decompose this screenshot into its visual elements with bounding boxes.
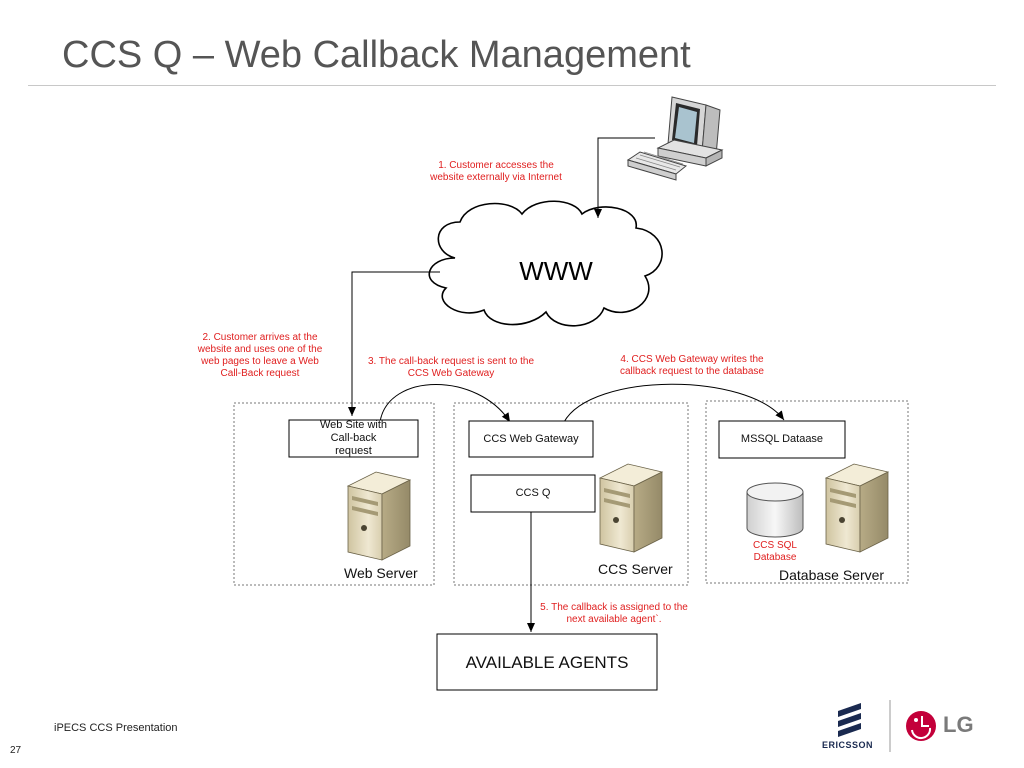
- web-gateway-box: [468, 420, 594, 458]
- arrow-step4: [563, 383, 785, 423]
- title-divider: [28, 85, 996, 86]
- ericsson-wordmark: ERICSSON: [822, 740, 874, 750]
- note-step2: 2. Customer arrives at the website and u…: [197, 332, 323, 379]
- arrow-step1: [594, 137, 655, 218]
- ccs-q-label: CCS Q: [515, 487, 551, 499]
- web-server-tower-icon: [346, 471, 412, 561]
- ericsson-logo-icon: [838, 703, 861, 737]
- www-label: WWW: [519, 256, 593, 286]
- ccs-q-box: [470, 474, 596, 513]
- database-server-zone: [705, 400, 909, 584]
- available-agents-label: AVAILABLE AGENTS: [465, 652, 629, 672]
- arrow-step2: [348, 271, 440, 416]
- arrow-step3: [379, 384, 511, 423]
- www-cloud: [428, 200, 663, 327]
- page-title: CCS Q – Web Callback Management: [62, 34, 691, 76]
- footer-text: iPECS CCS Presentation: [54, 722, 178, 734]
- web-site-box: [288, 419, 419, 458]
- web-server-zone: [233, 402, 435, 586]
- lg-logo-icon: [906, 711, 936, 741]
- web-site-label: Web Site with Call-back request: [319, 419, 388, 457]
- mssql-label: MSSQL Dataase: [740, 433, 824, 445]
- note-step5: 5. The callback is assigned to the next …: [540, 602, 688, 625]
- db-caption: CCS SQL Database: [753, 540, 797, 563]
- note-step1: 1. Customer accesses the website externa…: [430, 160, 562, 183]
- note-step3: 3. The call-back request is sent to the …: [367, 356, 534, 379]
- ccs-server-zone: [453, 402, 689, 586]
- mssql-box: [718, 420, 846, 459]
- web-gateway-label: CCS Web Gateway: [483, 432, 579, 445]
- page-number: 27: [10, 745, 22, 756]
- note-step4: 4. CCS Web Gateway writes the callback r…: [620, 354, 764, 377]
- available-agents-box: [436, 633, 658, 691]
- web-server-label: Web Server: [344, 565, 418, 581]
- database-server-label: Database Server: [779, 567, 885, 583]
- customer-computer-icon: [626, 96, 724, 181]
- database-server-tower-icon: [824, 463, 890, 553]
- ccs-server-label: CCS Server: [598, 561, 673, 577]
- lg-wordmark: LG: [943, 712, 974, 737]
- database-cylinder-icon: [746, 482, 804, 538]
- ccs-server-tower-icon: [598, 463, 664, 553]
